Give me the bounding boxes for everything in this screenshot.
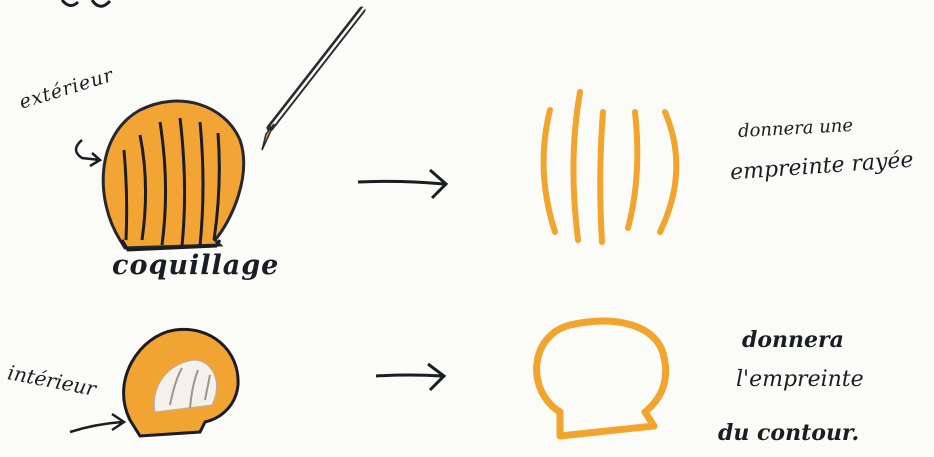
shell-interior-illustration (124, 329, 239, 436)
exterior-pointer-arrow (76, 140, 100, 166)
shell-label: coquillage (112, 252, 279, 279)
result2-line2: l'empreinte (736, 369, 864, 391)
shell-exterior-illustration (103, 101, 243, 250)
contour-imprint-illustration (537, 321, 666, 436)
result2-line3: du contour. (718, 422, 859, 444)
interior-pointer-arrow (70, 414, 124, 432)
top-scribble (62, 0, 110, 6)
arrow-right-icon (376, 364, 444, 390)
arrow-right-icon (358, 170, 446, 198)
brush-icon (262, 8, 364, 150)
result2-line1: donnera (742, 329, 844, 351)
striped-imprint-illustration (544, 92, 677, 242)
